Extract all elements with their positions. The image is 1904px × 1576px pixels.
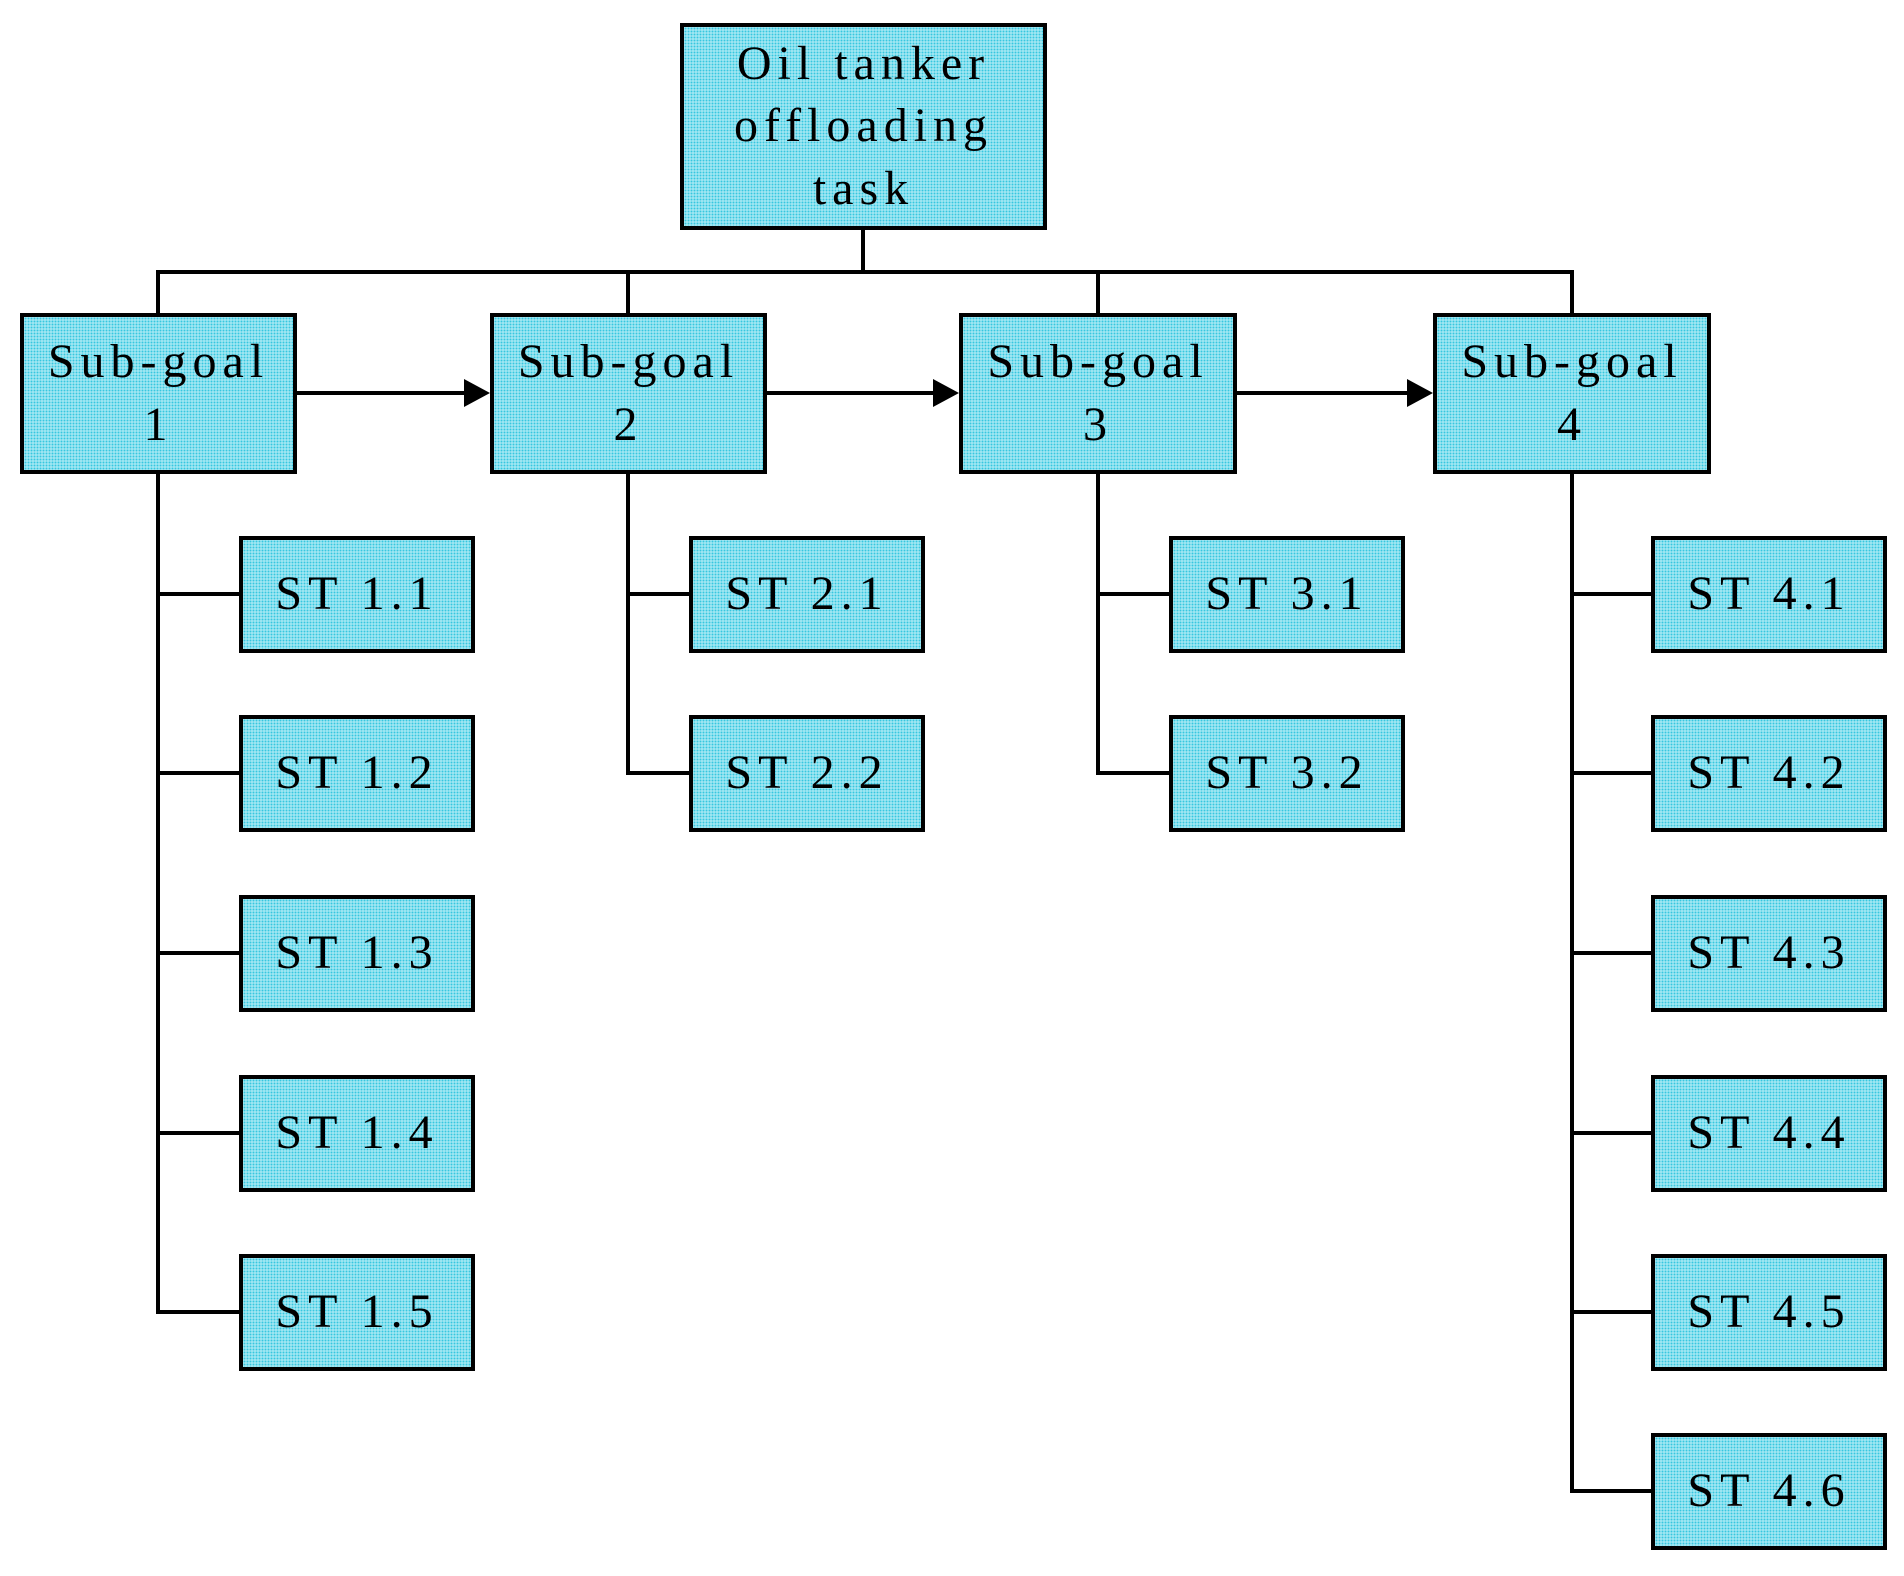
connector-root-stem: [861, 230, 865, 272]
connector-drop-subgoal-2: [626, 272, 630, 315]
arrow-shaft-subgoal3-subgoal4: [1237, 391, 1409, 395]
st-3-1-box: ST 3.1: [1169, 536, 1419, 667]
st-2-1-label: ST 2.1: [725, 567, 889, 621]
subgoal-2-label: Sub-goal 2: [517, 335, 740, 451]
st-3-1-label: ST 3.1: [1205, 567, 1369, 621]
subgoal-1-label: Sub-goal 1: [47, 335, 270, 451]
st-3-2-box: ST 3.2: [1169, 715, 1419, 846]
arrow-shaft-subgoal1-subgoal2: [297, 391, 466, 395]
st-3-2-label: ST 3.2: [1205, 746, 1369, 800]
st-4-2-label: ST 4.2: [1687, 746, 1851, 800]
st-1-5-box: ST 1.5: [239, 1254, 489, 1385]
st-4-1-label: ST 4.1: [1687, 567, 1851, 621]
connector-branch-st-1-1: [156, 592, 243, 596]
connector-branch-st-4-1: [1570, 592, 1655, 596]
st-1-4-label: ST 1.4: [275, 1106, 439, 1160]
connector-branch-st-4-6: [1570, 1489, 1655, 1493]
st-1-2-label: ST 1.2: [275, 746, 439, 800]
connector-distribution-line: [156, 270, 1574, 274]
connector-trunk-subgoal-4: [1570, 474, 1574, 1493]
st-2-2-label: ST 2.2: [725, 746, 889, 800]
connector-drop-subgoal-1: [156, 272, 160, 315]
st-1-2-box: ST 1.2: [239, 715, 489, 846]
root-task-label: Oil tanker offloading task: [733, 36, 994, 215]
st-4-6-box: ST 4.6: [1651, 1433, 1901, 1564]
connector-branch-st-2-1: [626, 592, 693, 596]
st-1-5-label: ST 1.5: [275, 1285, 439, 1339]
st-4-3-box: ST 4.3: [1651, 895, 1901, 1026]
st-4-4-box: ST 4.4: [1651, 1075, 1901, 1206]
subgoal-1-box: Sub-goal 1: [20, 313, 311, 488]
connector-drop-subgoal-4: [1570, 272, 1574, 315]
root-task-box: Oil tanker offloading task: [680, 23, 1061, 244]
arrow-shaft-subgoal2-subgoal3: [767, 391, 935, 395]
st-4-5-label: ST 4.5: [1687, 1285, 1851, 1339]
subgoal-3-box: Sub-goal 3: [959, 313, 1251, 488]
st-4-6-label: ST 4.6: [1687, 1464, 1851, 1518]
st-1-4-box: ST 1.4: [239, 1075, 489, 1206]
st-4-4-label: ST 4.4: [1687, 1106, 1851, 1160]
connector-branch-st-1-4: [156, 1131, 243, 1135]
st-1-3-box: ST 1.3: [239, 895, 489, 1026]
connector-branch-st-3-1: [1096, 592, 1173, 596]
connector-trunk-subgoal-1: [156, 474, 160, 1314]
connector-branch-st-2-2: [626, 771, 693, 775]
connector-trunk-subgoal-2: [626, 474, 630, 775]
subgoal-3-label: Sub-goal 3: [987, 335, 1209, 451]
subgoal-4-box: Sub-goal 4: [1433, 313, 1725, 488]
connector-branch-st-4-4: [1570, 1131, 1655, 1135]
connector-branch-st-3-2: [1096, 771, 1173, 775]
st-1-3-label: ST 1.3: [275, 926, 439, 980]
arrowhead-subgoal1-subgoal2: [464, 379, 490, 407]
st-1-1-box: ST 1.1: [239, 536, 489, 667]
st-2-2-box: ST 2.2: [689, 715, 939, 846]
st-1-1-label: ST 1.1: [275, 567, 439, 621]
connector-branch-st-4-2: [1570, 771, 1655, 775]
connector-branch-st-1-3: [156, 951, 243, 955]
arrowhead-subgoal2-subgoal3: [933, 379, 959, 407]
arrowhead-subgoal3-subgoal4: [1407, 379, 1433, 407]
st-4-3-label: ST 4.3: [1687, 926, 1851, 980]
st-4-5-box: ST 4.5: [1651, 1254, 1901, 1385]
connector-branch-st-4-3: [1570, 951, 1655, 955]
st-2-1-box: ST 2.1: [689, 536, 939, 667]
connector-branch-st-1-2: [156, 771, 243, 775]
connector-trunk-subgoal-3: [1096, 474, 1100, 775]
connector-branch-st-4-5: [1570, 1310, 1655, 1314]
subgoal-2-box: Sub-goal 2: [490, 313, 781, 488]
connector-branch-st-1-5: [156, 1310, 243, 1314]
st-4-1-box: ST 4.1: [1651, 536, 1901, 667]
st-4-2-box: ST 4.2: [1651, 715, 1901, 846]
connector-drop-subgoal-3: [1096, 272, 1100, 315]
subgoal-4-label: Sub-goal 4: [1461, 335, 1683, 451]
